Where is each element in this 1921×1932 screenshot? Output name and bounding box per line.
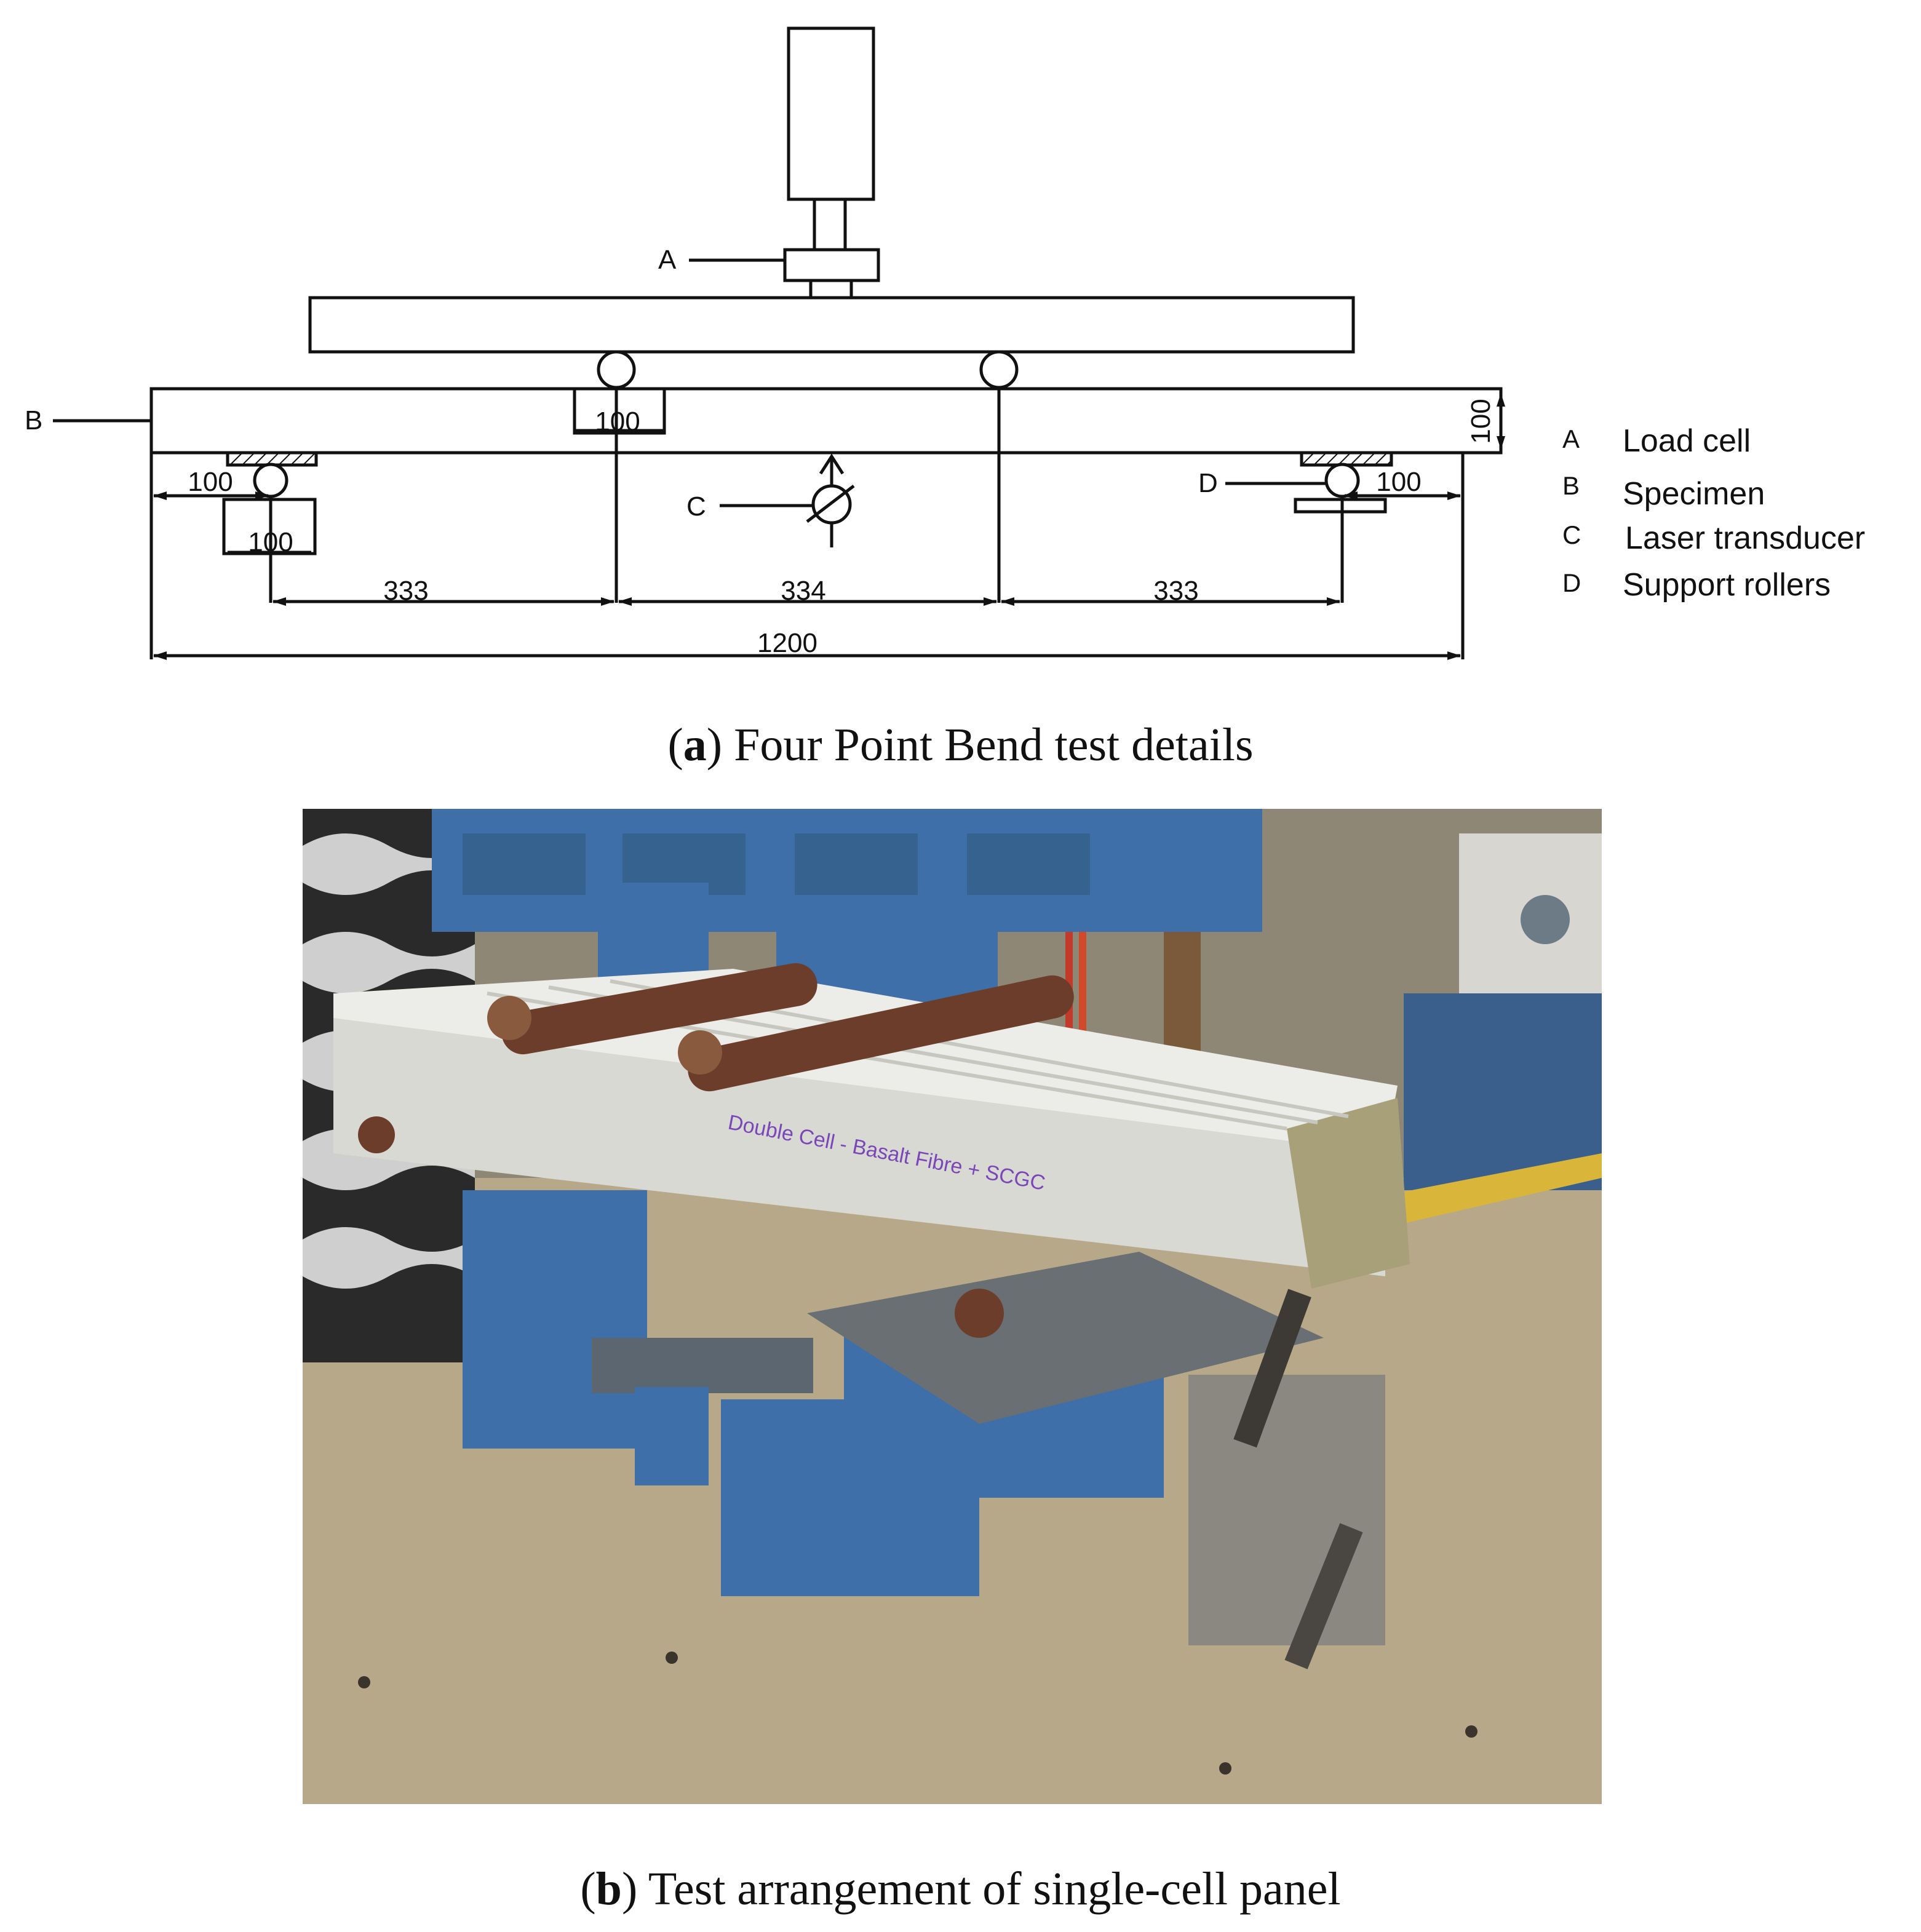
legend-letter-c: C [1562, 520, 1581, 549]
hydraulic-unit [1404, 993, 1602, 1190]
loading-roller-right [979, 350, 1019, 389]
legend: A Load cell B Specimen C Laser transduce… [1562, 423, 1865, 603]
caption-b-letter: b [595, 1863, 622, 1915]
callout-a: A [658, 245, 677, 275]
legend-letter-d: D [1562, 568, 1581, 597]
caption-b: (b) Test arrangement of single-cell pane… [580, 1863, 1341, 1915]
dim-span-middle-label: 334 [781, 576, 825, 606]
actuator-cylinder [787, 26, 875, 201]
caption-a: (a) Four Point Bend test details [667, 719, 1254, 771]
support-roller-right-photo [955, 1289, 1004, 1338]
caption-a-text: Four Point Bend test details [734, 719, 1254, 771]
dim-platen-left-label: 100 [595, 407, 640, 437]
dim-overhang-right-label: 100 [1376, 467, 1421, 497]
support-roller-left [253, 463, 288, 498]
caption-b-text: Test arrangement of single-cell panel [648, 1863, 1341, 1915]
support-roller-left-photo [358, 1116, 395, 1153]
loading-rollers [487, 963, 1074, 1092]
legend-letter-a: A [1562, 424, 1580, 453]
support-roller-right [1324, 463, 1360, 498]
support-bearing-right [1300, 451, 1393, 467]
caption-a-letter: a [683, 719, 707, 771]
legend-label-c: Laser transducer [1625, 520, 1865, 556]
legend-letter-b: B [1562, 471, 1580, 500]
load-platen [573, 389, 666, 435]
load-cell [783, 248, 880, 282]
laser-transducer [806, 453, 855, 547]
loading-roller-left [597, 350, 636, 389]
support-stand-right [721, 1252, 1385, 1645]
support-plate-right [1294, 498, 1387, 514]
legend-label-a: Load cell [1623, 423, 1751, 459]
legend-label-d: Support rollers [1623, 567, 1831, 603]
dim-overhang-left-label: 100 [188, 467, 233, 497]
actuator-rod [813, 197, 847, 252]
callout-d: D [1198, 468, 1218, 498]
dim-support-plate-label: 100 [248, 527, 293, 557]
dim-depth-label: 100 [1466, 399, 1496, 443]
dim-total-label: 1200 [757, 628, 817, 658]
four-point-bend-diagram: 100 100 100 100 100 333 334 333 1200 A B… [25, 26, 1865, 660]
spreader-beam [308, 296, 1355, 354]
callout-c: C [686, 491, 706, 522]
dim-span-left-label: 333 [383, 576, 428, 606]
support-stand-left [463, 1190, 813, 1485]
legend-label-b: Specimen [1623, 476, 1765, 512]
load-cell-base [809, 279, 853, 300]
specimen-beam [149, 387, 1503, 455]
callout-b: B [25, 405, 42, 435]
dim-span-right-label: 333 [1153, 576, 1198, 606]
test-arrangement-photo: Double Cell - Basalt Fibre + SCGC [303, 809, 1602, 1804]
